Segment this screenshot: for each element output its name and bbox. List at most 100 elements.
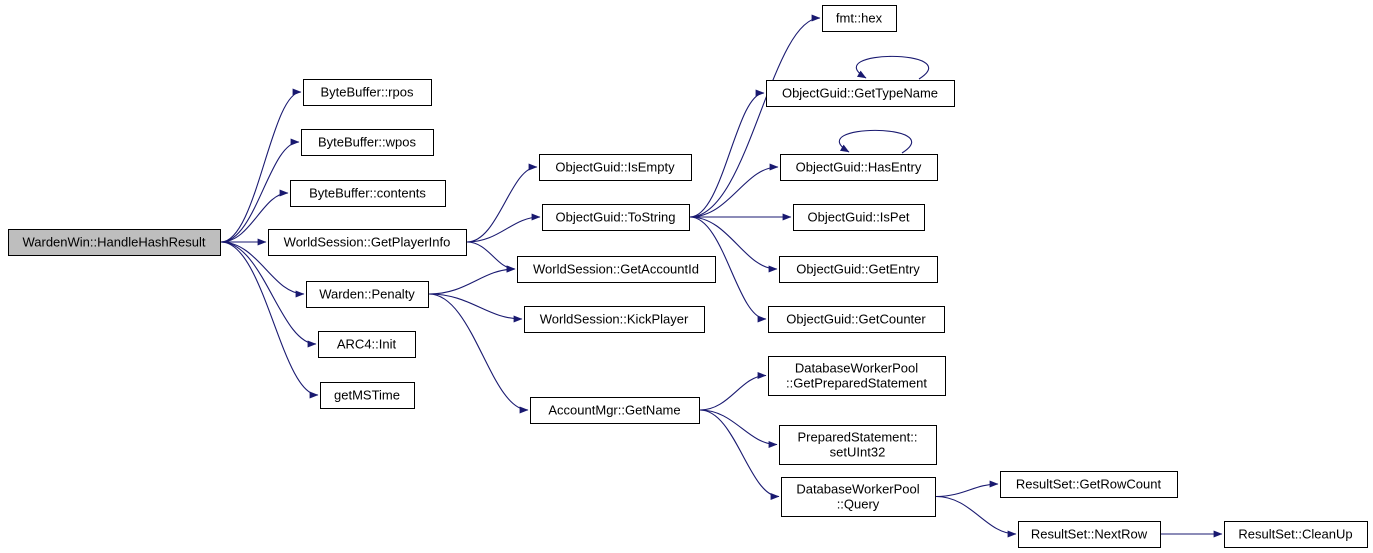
node-label-getName: AccountMgr::GetName bbox=[548, 403, 680, 418]
node-getPlayerInfo[interactable]: WorldSession::GetPlayerInfo bbox=[268, 229, 467, 256]
node-getTypeName[interactable]: ObjectGuid::GetTypeName bbox=[766, 80, 955, 107]
node-label-wpos: ByteBuffer::wpos bbox=[318, 135, 417, 150]
node-isPet[interactable]: ObjectGuid::IsPet bbox=[793, 204, 925, 231]
node-label-query: DatabaseWorkerPool::Query bbox=[796, 482, 919, 512]
edge-handleHashResult-arc4Init bbox=[220, 241, 317, 348]
node-box-getRowCount[interactable] bbox=[1000, 471, 1178, 498]
node-getEntry[interactable]: ObjectGuid::GetEntry bbox=[779, 256, 938, 283]
edge-toString-getTypeName bbox=[689, 89, 765, 218]
node-label-contents: ByteBuffer::contents bbox=[309, 186, 426, 201]
node-box-arc4Init[interactable] bbox=[318, 331, 416, 358]
node-box-query[interactable] bbox=[781, 477, 936, 517]
node-box-setUInt32[interactable] bbox=[779, 425, 937, 465]
edge-toString-fmtHex bbox=[689, 14, 821, 218]
node-arc4Init[interactable]: ARC4::Init bbox=[318, 331, 416, 358]
node-penalty[interactable]: Warden::Penalty bbox=[306, 281, 429, 308]
node-layer: WardenWin::HandleHashResult ByteBuffer::r… bbox=[8, 5, 1368, 548]
node-label-getAccountId: WorldSession::GetAccountId bbox=[533, 262, 699, 277]
node-box-toString[interactable] bbox=[542, 204, 690, 231]
edge-handleHashResult-rpos bbox=[220, 88, 302, 243]
node-label-penalty: Warden::Penalty bbox=[319, 287, 415, 302]
node-label-cleanUp: ResultSet::CleanUp bbox=[1238, 527, 1352, 542]
node-label-getPlayerInfo: WorldSession::GetPlayerInfo bbox=[284, 235, 451, 250]
node-label-setUInt32: PreparedStatement::setUInt32 bbox=[798, 430, 918, 460]
node-label-kickPlayer: WorldSession::KickPlayer bbox=[540, 312, 689, 327]
self-loop-hasEntry bbox=[839, 129, 912, 154]
node-label-getPreparedStatement: DatabaseWorkerPool::GetPreparedStatement bbox=[786, 361, 927, 391]
node-fmtHex[interactable]: fmt::hex bbox=[822, 5, 897, 32]
edge-getPlayerInfo-getAccountId bbox=[466, 241, 516, 273]
node-label-rpos: ByteBuffer::rpos bbox=[321, 85, 414, 100]
node-box-cleanUp[interactable] bbox=[1224, 521, 1368, 548]
edge-handleHashResult-getMSTime bbox=[220, 241, 319, 399]
node-box-hasEntry[interactable] bbox=[780, 154, 938, 181]
node-label-nextRow: ResultSet::NextRow bbox=[1031, 527, 1148, 542]
node-label-getCounter: ObjectGuid::GetCounter bbox=[786, 312, 926, 327]
node-box-nextRow[interactable] bbox=[1018, 521, 1161, 548]
edge-query-getRowCount bbox=[935, 480, 999, 498]
node-box-isEmpty[interactable] bbox=[539, 154, 692, 181]
node-getPreparedStatement[interactable]: DatabaseWorkerPool::GetPreparedStatement bbox=[768, 356, 946, 396]
node-box-getMSTime[interactable] bbox=[320, 382, 415, 409]
node-label-getMSTime: getMSTime bbox=[334, 388, 400, 403]
node-contents[interactable]: ByteBuffer::contents bbox=[290, 180, 446, 207]
node-nextRow[interactable]: ResultSet::NextRow bbox=[1018, 521, 1161, 548]
edge-handleHashResult-contents bbox=[220, 189, 289, 243]
node-getRowCount[interactable]: ResultSet::GetRowCount bbox=[1000, 471, 1178, 498]
node-box-getAccountId[interactable] bbox=[517, 256, 716, 283]
edge-getName-setUInt32 bbox=[699, 409, 778, 449]
node-label-getTypeName: ObjectGuid::GetTypeName bbox=[782, 86, 938, 101]
edge-penalty-getAccountId bbox=[428, 265, 516, 295]
node-box-contents[interactable] bbox=[290, 180, 446, 207]
edge-toString-getEntry bbox=[689, 216, 778, 273]
edge-penalty-kickPlayer bbox=[428, 293, 523, 323]
node-label-isEmpty: ObjectGuid::IsEmpty bbox=[555, 160, 675, 175]
node-box-getPlayerInfo[interactable] bbox=[268, 229, 467, 256]
edge-penalty-getName bbox=[428, 293, 529, 414]
node-getAccountId[interactable]: WorldSession::GetAccountId bbox=[517, 256, 716, 283]
edge-getPlayerInfo-toString bbox=[466, 213, 541, 243]
node-wpos[interactable]: ByteBuffer::wpos bbox=[301, 129, 434, 156]
node-setUInt32[interactable]: PreparedStatement::setUInt32 bbox=[779, 425, 937, 465]
node-label-toString: ObjectGuid::ToString bbox=[556, 210, 676, 225]
node-kickPlayer[interactable]: WorldSession::KickPlayer bbox=[524, 306, 705, 333]
edge-getName-query bbox=[699, 409, 780, 501]
node-label-handleHashResult: WardenWin::HandleHashResult bbox=[22, 235, 205, 250]
node-toString[interactable]: ObjectGuid::ToString bbox=[542, 204, 690, 231]
edge-handleHashResult-wpos bbox=[220, 138, 300, 243]
node-box-penalty[interactable] bbox=[306, 281, 429, 308]
node-handleHashResult[interactable]: WardenWin::HandleHashResult bbox=[8, 229, 221, 256]
node-getMSTime[interactable]: getMSTime bbox=[320, 382, 415, 409]
edge-query-nextRow bbox=[935, 495, 1017, 538]
node-hasEntry[interactable]: ObjectGuid::HasEntry bbox=[780, 154, 938, 181]
self-loop-getTypeName bbox=[856, 55, 929, 80]
node-box-isPet[interactable] bbox=[793, 204, 925, 231]
edge-handleHashResult-penalty bbox=[220, 241, 305, 298]
node-label-fmtHex: fmt::hex bbox=[836, 11, 883, 26]
node-label-getEntry: ObjectGuid::GetEntry bbox=[796, 262, 920, 277]
node-label-arc4Init: ARC4::Init bbox=[337, 337, 397, 352]
node-rpos[interactable]: ByteBuffer::rpos bbox=[303, 79, 432, 106]
node-box-rpos[interactable] bbox=[303, 79, 432, 106]
node-box-handleHashResult[interactable] bbox=[8, 229, 221, 256]
node-box-kickPlayer[interactable] bbox=[524, 306, 705, 333]
node-box-getPreparedStatement[interactable] bbox=[768, 356, 946, 396]
node-label-isPet: ObjectGuid::IsPet bbox=[808, 210, 910, 225]
edge-layer bbox=[220, 14, 1223, 538]
node-getName[interactable]: AccountMgr::GetName bbox=[530, 397, 700, 424]
node-box-getTypeName[interactable] bbox=[766, 80, 955, 107]
node-box-getName[interactable] bbox=[530, 397, 700, 424]
node-query[interactable]: DatabaseWorkerPool::Query bbox=[781, 477, 936, 517]
node-box-getCounter[interactable] bbox=[768, 306, 945, 333]
node-label-getRowCount: ResultSet::GetRowCount bbox=[1016, 477, 1162, 492]
node-box-fmtHex[interactable] bbox=[822, 5, 897, 32]
edge-toString-getCounter bbox=[689, 216, 767, 323]
node-getCounter[interactable]: ObjectGuid::GetCounter bbox=[768, 306, 945, 333]
node-box-getEntry[interactable] bbox=[779, 256, 938, 283]
edge-toString-hasEntry bbox=[689, 163, 779, 218]
node-box-wpos[interactable] bbox=[301, 129, 434, 156]
node-isEmpty[interactable]: ObjectGuid::IsEmpty bbox=[539, 154, 692, 181]
node-cleanUp[interactable]: ResultSet::CleanUp bbox=[1224, 521, 1368, 548]
